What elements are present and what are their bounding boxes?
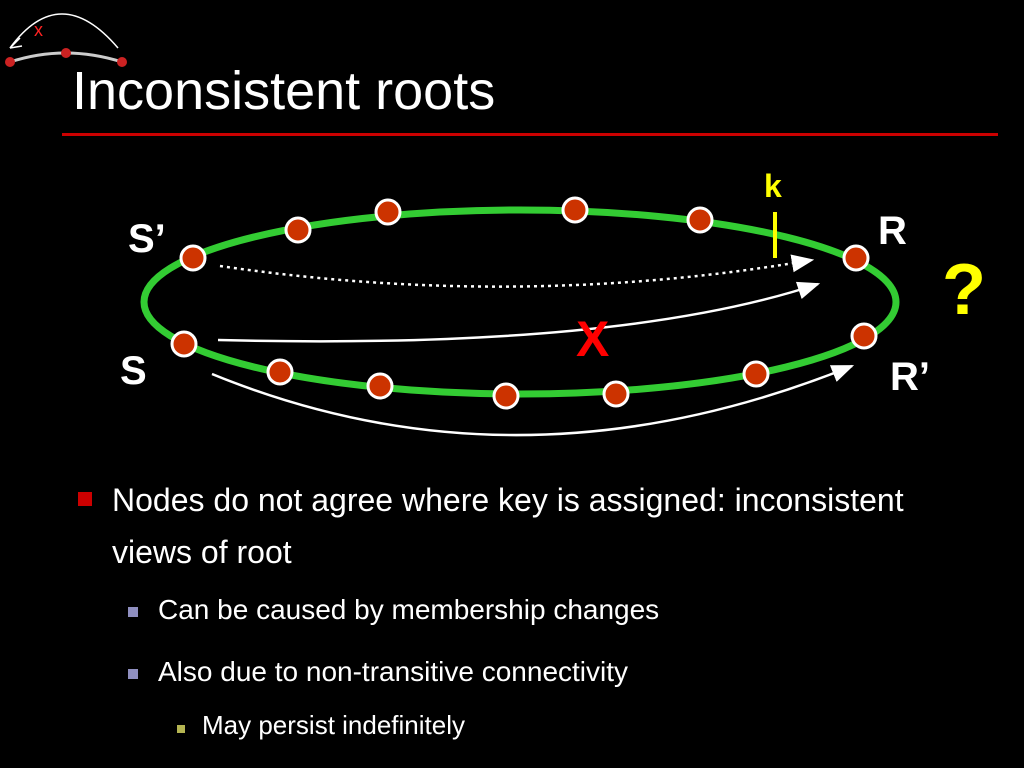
node [284, 216, 312, 244]
ring-arc-logo-icon: x [5, 13, 127, 67]
bullet-level2: Can be caused by membership changes [158, 594, 660, 625]
bullet-level3: May persist indefinitely [202, 710, 465, 740]
bullet-level2: Also due to non-transitive connectivity [158, 656, 629, 687]
node [561, 196, 589, 224]
dotted-lookup-arrow [219, 254, 815, 288]
bullet-square-icon [78, 492, 92, 506]
node [686, 206, 714, 234]
node [602, 380, 630, 408]
node [266, 358, 294, 386]
node [492, 382, 520, 410]
ring-diagram: S’ S R R’ k ? X [120, 168, 986, 437]
ring [140, 206, 900, 398]
node-r-prime [850, 322, 878, 350]
node-r [842, 244, 870, 272]
cross-mark: X [576, 311, 609, 367]
bullet-square-icon [128, 607, 138, 617]
question-mark: ? [942, 250, 986, 330]
node-s [170, 330, 198, 358]
label-s-prime: S’ [128, 217, 166, 261]
bullet-square-icon [128, 669, 138, 679]
node [742, 360, 770, 388]
label-s: S [120, 349, 147, 393]
node [374, 198, 402, 226]
page-title: Inconsistent roots [72, 61, 496, 121]
label-r: R [878, 209, 907, 253]
label-key: k [764, 168, 782, 204]
lookup-arrow-s-to-r-prime [211, 364, 855, 437]
lookup-arrow-s-to-r [217, 281, 821, 343]
bullet-square-icon [177, 725, 185, 733]
node [366, 372, 394, 400]
title-divider [62, 133, 998, 136]
node-s-prime [179, 244, 207, 272]
label-r-prime: R’ [890, 355, 930, 399]
bullet-level1: Nodes do not agree where key is assigned… [112, 482, 904, 570]
logo-cross-mark: x [34, 20, 43, 40]
